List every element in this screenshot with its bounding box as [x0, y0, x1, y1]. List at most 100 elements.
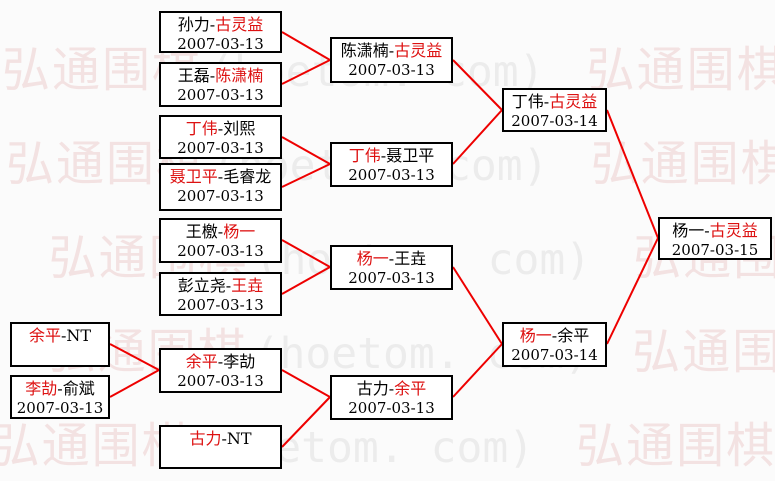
player2-name: 毛睿龙	[223, 167, 272, 186]
player1-name: 李劼	[25, 379, 58, 398]
player2-name: 刘熙	[223, 119, 256, 138]
connector-line	[281, 163, 331, 188]
match-date: 2007-03-13	[16, 399, 104, 417]
match-box-prelim-lijie-yubin: 李劼-俞斌 2007-03-13	[10, 375, 110, 419]
connector-line	[452, 109, 503, 165]
connector-line	[281, 369, 331, 398]
match-date: 2007-03-13	[177, 296, 264, 314]
player2-name: 古灵益	[394, 41, 443, 60]
vs-dash: -	[217, 352, 224, 371]
vs-dash: -	[388, 379, 395, 398]
vs-dash: -	[60, 326, 67, 345]
player2-name: 王垚	[231, 276, 264, 295]
match-players: 彭立尧-王垚	[161, 276, 280, 296]
player2-name: 王垚	[394, 249, 427, 268]
player1-name: 聂卫平	[169, 167, 218, 186]
player1-name: 孙力	[177, 15, 210, 34]
match-date: 2007-03-13	[348, 166, 435, 184]
player1-name: 杨一	[519, 326, 552, 345]
match-players: 王磊-陈潇楠	[161, 66, 280, 86]
connector-line	[606, 237, 659, 345]
vs-dash: -	[380, 146, 387, 165]
match-date: 2007-03-13	[348, 399, 435, 417]
connector-line	[109, 343, 160, 371]
match-box-qf-dingwei-nieweiping: 丁伟-聂卫平 2007-03-13	[330, 142, 453, 187]
player2-name: 古灵益	[215, 15, 264, 34]
player1-name: 杨一	[672, 221, 705, 240]
connector-line	[281, 136, 331, 165]
match-date: 2007-03-13	[177, 86, 264, 104]
match-players: 丁伟-古灵益	[504, 92, 605, 112]
vs-dash: -	[217, 119, 224, 138]
player1-name: 丁伟	[511, 92, 544, 111]
match-box-r1-guli-nt: 古力-NT	[159, 425, 282, 469]
match-date: 2007-03-13	[177, 35, 264, 53]
match-box-r1-wanglei-chenxiaonan: 王磊-陈潇楠 2007-03-13	[159, 62, 282, 107]
player1-name: 王檄	[185, 222, 218, 241]
match-box-r1-yuping-lijie: 余平-李劼 2007-03-13	[159, 348, 282, 393]
match-box-qf-chenxiaonan-gulingyi: 陈潇楠-古灵益 2007-03-13	[330, 37, 453, 83]
connector-line	[452, 266, 503, 345]
vs-dash: -	[209, 66, 216, 85]
match-date: 2007-03-14	[511, 346, 598, 364]
player1-name: 彭立尧	[177, 276, 226, 295]
connector-line	[281, 396, 331, 448]
player2-name: 余平	[394, 379, 427, 398]
match-players: 古力-NT	[161, 429, 280, 449]
vs-dash: -	[221, 429, 227, 448]
vs-dash: -	[217, 222, 224, 241]
match-date: 2007-03-13	[177, 187, 264, 205]
match-players: 陈潇楠-古灵益	[332, 41, 451, 61]
player1-name: 余平	[185, 352, 218, 371]
vs-dash: -	[551, 326, 558, 345]
match-box-r1-wangxi-yangyi: 王檄-杨一 2007-03-13	[159, 218, 282, 263]
vs-dash: -	[388, 249, 395, 268]
vs-dash: -	[704, 221, 710, 240]
match-date: 2007-03-15	[671, 241, 759, 259]
player1-name: 丁伟	[348, 146, 381, 165]
match-box-r1-nieweiping-maoruilong: 聂卫平-毛睿龙 2007-03-13	[159, 163, 282, 211]
player2-name: NT	[226, 429, 252, 448]
vs-dash: -	[57, 379, 63, 398]
match-players: 古力-余平	[332, 379, 451, 399]
player2-name: 李劼	[223, 352, 256, 371]
match-players: 丁伟-聂卫平	[332, 146, 451, 166]
match-players: 杨一-王垚	[332, 249, 451, 269]
player2-name: NT	[66, 326, 92, 345]
match-box-qf-yangyi-wangyao: 杨一-王垚 2007-03-13	[330, 245, 453, 290]
player1-name: 丁伟	[185, 119, 218, 138]
connector-line	[281, 266, 331, 295]
player2-name: 聂卫平	[386, 146, 435, 165]
player1-name: 陈潇楠	[340, 41, 389, 60]
player2-name: 俞斌	[62, 379, 95, 398]
match-box-r1-sunli-gulingyi: 孙力-古灵益 2007-03-13	[159, 11, 282, 53]
match-players: 杨一-古灵益	[660, 221, 770, 241]
match-date: 2007-03-13	[348, 269, 435, 287]
player2-name: 余平	[557, 326, 590, 345]
match-players: 李劼-俞斌	[12, 379, 108, 399]
match-players: 孙力-古灵益	[161, 15, 280, 35]
connector-line	[452, 59, 503, 111]
connector-line	[281, 59, 331, 85]
connector-line	[281, 239, 331, 268]
match-players: 聂卫平-毛睿龙	[161, 167, 280, 187]
connector-line	[109, 369, 160, 398]
player2-name: 古灵益	[709, 221, 758, 240]
vs-dash: -	[543, 92, 550, 111]
player2-name: 古灵益	[549, 92, 598, 111]
match-box-r1-pengliyao-wangyao: 彭立尧-王垚 2007-03-13	[159, 272, 282, 316]
connector-line	[281, 31, 331, 61]
match-date: 2007-03-13	[348, 61, 435, 79]
match-box-final-yangyi-gulingyi: 杨一-古灵益 2007-03-15	[658, 217, 772, 260]
match-box-sf-dingwei-gulingyi: 丁伟-古灵益 2007-03-14	[502, 88, 607, 132]
vs-dash: -	[225, 276, 232, 295]
match-players: 丁伟-刘熙	[161, 119, 280, 139]
vs-dash: -	[217, 167, 224, 186]
player1-name: 余平	[28, 326, 61, 345]
player1-name: 王磊	[177, 66, 210, 85]
player2-name: 杨一	[223, 222, 256, 241]
vs-dash: -	[209, 15, 216, 34]
connector-line	[606, 109, 659, 239]
